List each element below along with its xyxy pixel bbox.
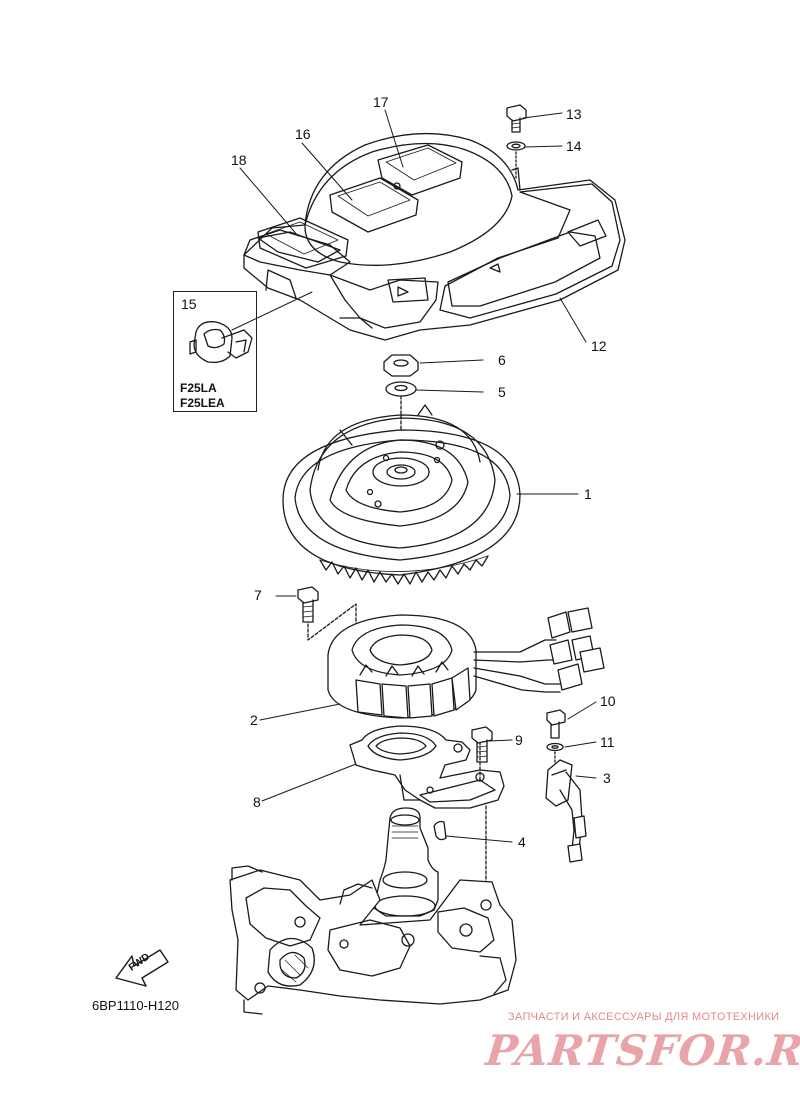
callout-6[interactable]: 6	[498, 352, 506, 368]
callout-2[interactable]: 2	[250, 712, 258, 728]
flywheel-cover	[243, 132, 626, 341]
bolt-10	[546, 709, 566, 739]
callout-18[interactable]: 18	[231, 152, 247, 168]
callout-15[interactable]: 15	[181, 296, 197, 312]
pulser-coil	[545, 759, 587, 863]
inset-box	[173, 291, 257, 412]
stator	[327, 607, 605, 719]
callout-12[interactable]: 12	[591, 338, 607, 354]
callout-17[interactable]: 17	[373, 94, 389, 110]
watermark-logo: PARTSFOR.RU	[483, 1026, 800, 1075]
callout-1[interactable]: 1	[584, 486, 592, 502]
callout-9[interactable]: 9	[515, 732, 523, 748]
cover-label-plates	[257, 144, 463, 269]
woodruff-key	[433, 820, 447, 841]
model-label-f25lea: F25LEA	[180, 396, 225, 410]
flywheel	[282, 404, 521, 585]
callout-16[interactable]: 16	[295, 126, 311, 142]
callout-3[interactable]: 3	[603, 770, 611, 786]
callout-11[interactable]: 11	[600, 734, 615, 750]
bolt-9	[471, 726, 493, 763]
inset-15-part	[189, 291, 313, 364]
callout-10[interactable]: 10	[600, 693, 616, 709]
callout-7[interactable]: 7	[254, 587, 262, 603]
bolt-13	[506, 104, 527, 133]
washer-14	[506, 141, 526, 181]
stator-base	[349, 725, 505, 906]
callout-5[interactable]: 5	[498, 384, 506, 400]
watermark-subtitle: ЗАПЧАСТИ И АКСЕССУАРЫ ДЛЯ МОТОТЕХНИКИ	[508, 1011, 780, 1023]
leader-lines	[239, 109, 597, 843]
fwd-arrow-icon	[115, 949, 169, 987]
crankcase	[229, 807, 517, 1015]
callout-4[interactable]: 4	[518, 834, 526, 850]
washer-5	[385, 381, 417, 397]
nut-6	[383, 354, 419, 377]
callout-8[interactable]: 8	[253, 794, 261, 810]
bolt-7	[297, 586, 357, 691]
model-label-f25la: F25LA	[180, 381, 217, 395]
callout-14[interactable]: 14	[566, 138, 582, 154]
diagram-code: 6BP1110-H120	[92, 998, 179, 1013]
washer-11	[546, 742, 564, 771]
callout-13[interactable]: 13	[566, 106, 582, 122]
